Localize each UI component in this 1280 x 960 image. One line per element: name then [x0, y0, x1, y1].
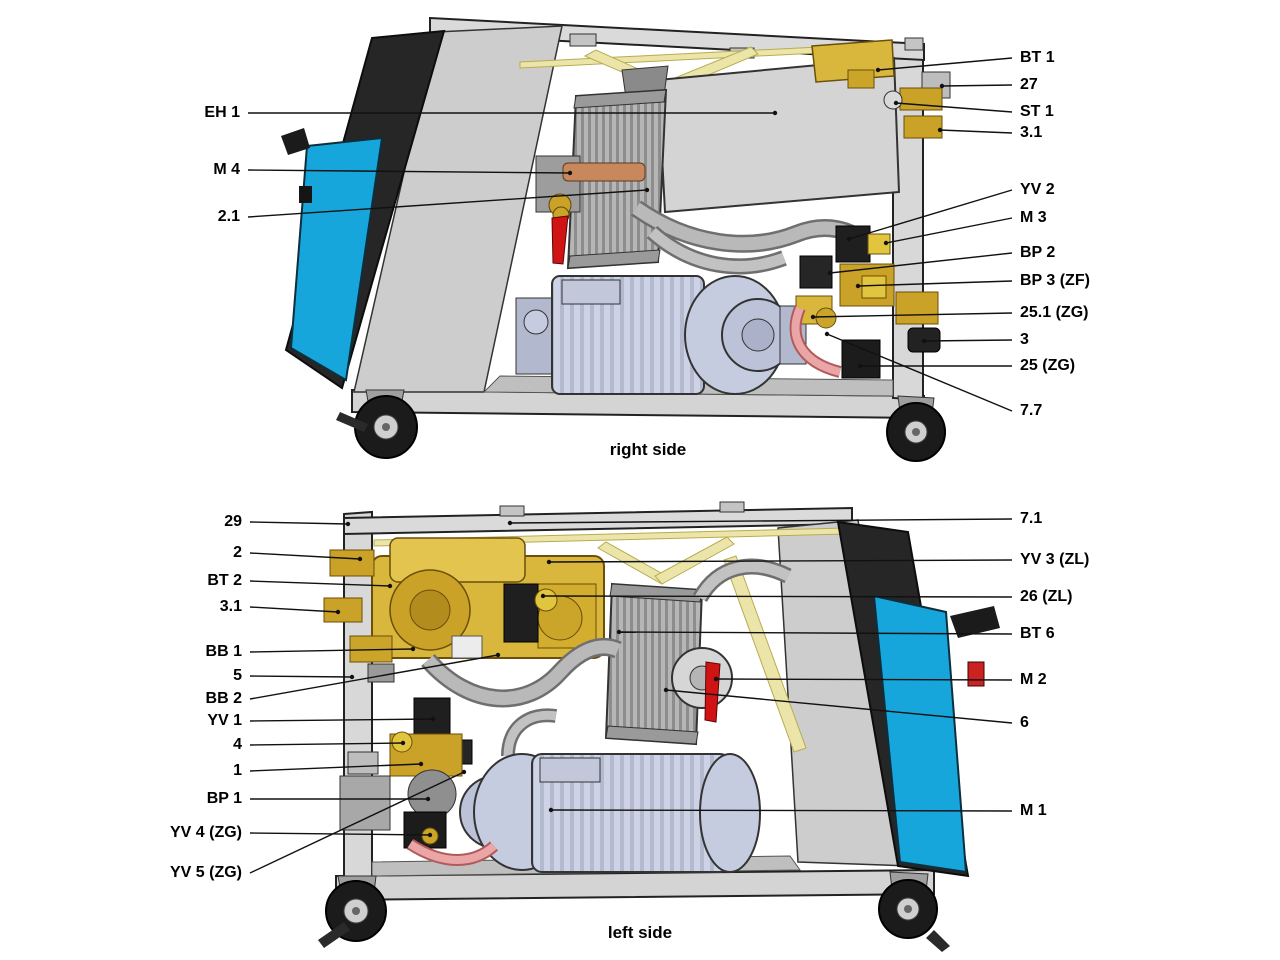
yellow-tag	[861, 275, 887, 299]
red-lever	[704, 661, 721, 723]
callout-label-bb-2: BB 2	[205, 690, 242, 707]
brass-fitting	[349, 635, 393, 663]
radiator-cap	[567, 249, 661, 269]
sensor-st1	[883, 90, 903, 110]
pump-flange-hub	[741, 318, 775, 352]
callout-label-4: 4	[233, 736, 242, 753]
callout-label-m-3: M 3	[1020, 209, 1047, 226]
callout-label-29: 29	[224, 513, 242, 530]
rail-fitting	[499, 505, 525, 517]
callout-label-bt-6: BT 6	[1020, 625, 1055, 642]
caption-right-side: right side	[609, 440, 687, 459]
callout-label-bp-2: BP 2	[1020, 244, 1056, 261]
callout-label-6: 6	[1020, 714, 1029, 731]
motor-end-bell	[699, 753, 761, 873]
callout-label-27: 27	[1020, 76, 1038, 93]
solenoid-25	[841, 339, 881, 379]
callout-label-bt-2: BT 2	[207, 572, 242, 589]
callout-label-m-4: M 4	[213, 161, 240, 178]
callout-label-26-zl: 26 (ZL)	[1020, 588, 1073, 605]
caster-brake	[318, 922, 350, 948]
machine-illustration-left-side	[318, 501, 1000, 952]
solenoid-yv3	[503, 583, 539, 643]
yellow-tag	[867, 233, 891, 255]
brass-fitting	[847, 69, 875, 89]
gray-fitting	[347, 751, 379, 775]
rail-fitting	[719, 501, 745, 513]
red-lever	[551, 215, 569, 265]
brass-fitting	[899, 87, 943, 111]
handle	[950, 606, 1000, 638]
callout-label-3-1: 3.1	[1020, 124, 1043, 141]
callout-label-3-1: 3.1	[219, 598, 242, 615]
radiator-cap	[605, 725, 699, 745]
caster-brake	[926, 930, 950, 952]
callout-label-yv-2: YV 2	[1020, 181, 1055, 198]
copper-tube	[562, 162, 646, 182]
radiator-cap	[573, 89, 667, 109]
callout-label-m-1: M 1	[1020, 802, 1047, 819]
brass-fitting	[329, 549, 375, 577]
callout-label-eh-1: EH 1	[204, 104, 240, 121]
callout-label-25-1-zg: 25.1 (ZG)	[1020, 304, 1089, 321]
pipe	[695, 561, 791, 601]
front-blue-panel	[872, 594, 968, 874]
caster-brake	[336, 412, 368, 432]
callout-label-yv-1: YV 1	[207, 712, 242, 729]
caster-axle	[912, 428, 920, 436]
callout-label-bb-1: BB 1	[205, 643, 242, 660]
red-switch	[967, 661, 985, 687]
callout-label-5: 5	[233, 667, 242, 684]
knob-3	[907, 327, 941, 353]
brass-fitting	[323, 597, 363, 623]
callout-label-yv-5-zg: YV 5 (ZG)	[169, 864, 242, 881]
brass-fitting	[815, 307, 837, 329]
callout-label-7-1: 7.1	[1020, 510, 1043, 527]
solenoid-yv2	[835, 225, 871, 263]
panel-latch	[299, 186, 312, 203]
callout-label-7-7: 7.7	[1020, 402, 1043, 419]
rail-fitting	[569, 33, 597, 47]
machine-illustration-right-side	[281, 16, 951, 462]
callout-label-bp-1: BP 1	[206, 790, 242, 807]
rail-fitting	[904, 37, 924, 51]
callout-label-yv-3-zl: YV 3 (ZL)	[1020, 551, 1090, 568]
callout-label-2-1: 2.1	[217, 208, 240, 225]
callout-label-st-1: ST 1	[1020, 103, 1054, 120]
callout-label-25-zg: 25 (ZG)	[1020, 357, 1076, 374]
gray-motor-box	[339, 775, 391, 831]
gray-fitting	[367, 663, 395, 683]
callout-label-2: 2	[233, 544, 242, 561]
pipe	[648, 227, 786, 272]
caster-axle	[382, 423, 390, 431]
caster-axle	[904, 905, 912, 913]
handle	[281, 128, 310, 155]
pump-bp1	[407, 769, 457, 819]
motor-terminal-box	[561, 279, 621, 305]
callout-label-bp-3-zf: BP 3 (ZF)	[1020, 272, 1090, 289]
motor-shaft	[523, 309, 549, 335]
fitting-26	[534, 588, 558, 612]
white-connector	[451, 635, 483, 659]
brass-fitting	[421, 827, 439, 845]
caption-left-side: left side	[607, 923, 673, 942]
callout-label-bt-1: BT 1	[1020, 49, 1055, 66]
gold-pump-cap-hub	[409, 589, 451, 631]
callout-label-m-2: M 2	[1020, 671, 1047, 688]
motor-terminal-box	[539, 757, 601, 783]
brass-fitting	[895, 291, 939, 325]
callout-label-3: 3	[1020, 331, 1029, 348]
brass-fitting	[903, 115, 943, 139]
caster-axle	[352, 907, 360, 915]
solenoid-bp2	[799, 255, 833, 289]
solenoid-yv1	[413, 697, 451, 735]
callout-label-yv-4-zg: YV 4 (ZG)	[169, 824, 242, 841]
brass-fitting	[391, 731, 413, 753]
motor-gearbox	[515, 297, 555, 375]
pipe	[503, 710, 557, 757]
callout-label-1: 1	[233, 762, 242, 779]
